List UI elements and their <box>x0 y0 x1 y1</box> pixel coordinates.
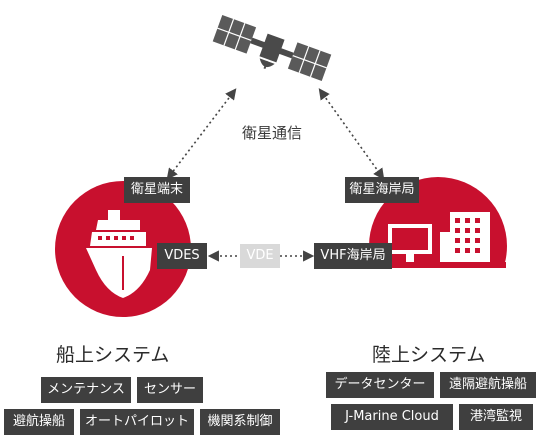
shore-item-j-marine-cloud: J-Marine Cloud <box>331 404 453 430</box>
satellite-icon <box>212 15 332 81</box>
shore-item-port-monitoring: 港湾監視 <box>459 404 533 430</box>
shore-vhf-station-tag: VHF海岸局 <box>314 243 392 269</box>
ship-item-maintenance: メンテナンス <box>41 377 131 403</box>
ship-terminal-tag: 衛星端末 <box>124 177 190 203</box>
shore-station-icon <box>370 212 506 320</box>
ship-item-engine-control: 機関系制御 <box>200 409 280 435</box>
ship-vdes-tag: VDES <box>157 243 207 269</box>
shore-system-heading: 陸上システム <box>372 344 486 366</box>
vde-link-label: VDE <box>240 244 280 268</box>
arrow-satellite-shore <box>318 88 385 180</box>
arrow-satellite-ship <box>166 88 237 180</box>
ship-item-autopilot: オートパイロット <box>80 409 194 435</box>
ship-item-sensor: センサー <box>137 377 203 403</box>
ship-system-heading: 船上システム <box>56 344 170 366</box>
ship-icon <box>86 210 152 298</box>
ship-item-collision-avoidance: 避航操船 <box>4 409 74 435</box>
shore-item-data-center: データセンター <box>326 372 434 398</box>
shore-item-remote-avoidance: 遠隔避航操船 <box>440 372 536 398</box>
shore-satellite-station-tag: 衛星海岸局 <box>345 177 419 203</box>
satellite-communication-label: 衛星通信 <box>242 124 303 142</box>
